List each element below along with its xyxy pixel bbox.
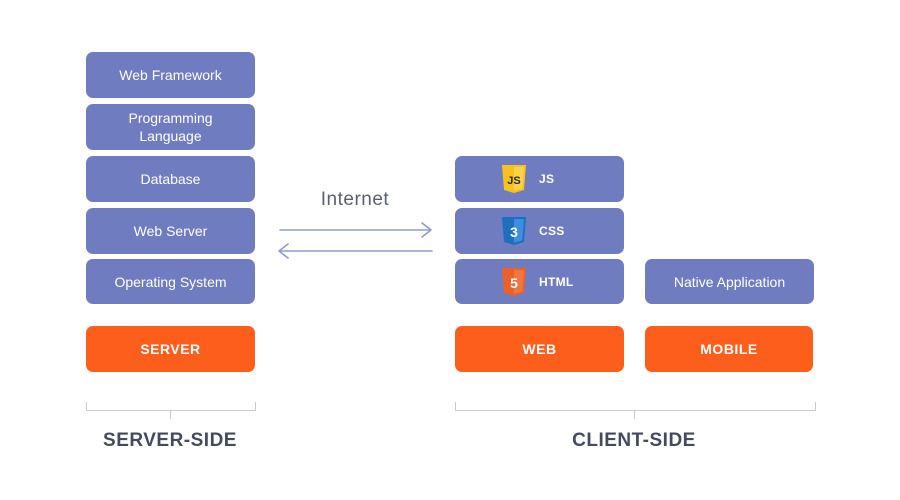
client-layer-css-label: CSS <box>539 224 565 238</box>
html5-badge-icon: 5 <box>502 267 526 296</box>
svg-text:5: 5 <box>510 275 518 291</box>
server-layer-database: Database <box>86 156 255 202</box>
server-side-bracket <box>86 402 256 411</box>
css3-badge-icon: 3 <box>502 217 526 245</box>
client-layer-css: 3 CSS <box>455 208 624 254</box>
internet-arrows <box>278 222 433 259</box>
client-side-bracket-tick <box>634 411 635 419</box>
svg-text:JS: JS <box>507 175 520 187</box>
client-mobile-base: MOBILE <box>645 326 813 372</box>
server-layer-web-server: Web Server <box>86 208 255 254</box>
client-layer-html: 5 HTML <box>455 259 624 304</box>
client-side-title: CLIENT-SIDE <box>572 430 696 451</box>
server-layer-operating-system: Operating System <box>86 259 255 304</box>
server-layer-web-framework: Web Framework <box>86 52 255 98</box>
internet-label: Internet <box>320 189 390 210</box>
client-web-base: WEB <box>455 326 624 372</box>
server-base: SERVER <box>86 326 255 372</box>
client-side-bracket <box>455 402 816 411</box>
client-layer-native-application: Native Application <box>645 259 814 304</box>
server-layer-programming-language-label: Programming Language <box>128 110 213 144</box>
js-badge-icon: JS <box>502 165 526 193</box>
arrow-right-icon <box>279 222 432 238</box>
server-side-bracket-tick <box>170 411 171 419</box>
client-layer-js: JS JS <box>455 156 624 202</box>
client-layer-js-label: JS <box>539 172 555 186</box>
arrow-left-icon <box>278 243 433 259</box>
client-layer-html-label: HTML <box>539 274 574 289</box>
server-layer-programming-language: Programming Language <box>86 104 255 150</box>
svg-text:3: 3 <box>510 224 518 240</box>
server-side-title: SERVER-SIDE <box>103 430 237 451</box>
